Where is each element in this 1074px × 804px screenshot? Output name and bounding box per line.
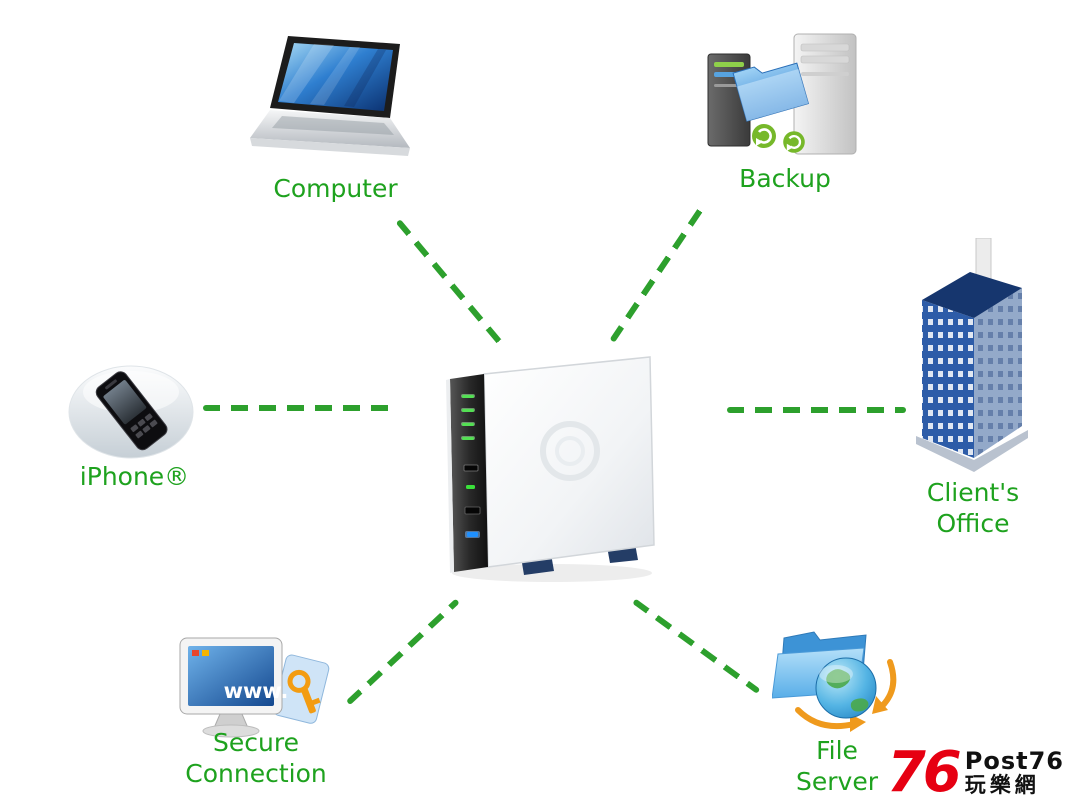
backup-server-icon [707,33,857,155]
connector-iphone [203,405,396,411]
label-iphone: iPhone® [79,462,190,491]
power-led [467,532,478,537]
label-backup: Backup [739,164,831,193]
watermark-number: 76 [886,739,962,804]
connector-office [727,407,906,413]
key-icon [287,669,311,693]
connector-backup [609,202,707,343]
node-secure-connection: www. Secure Connection [178,636,336,788]
label-file-server: File Server [796,736,878,796]
brand-logo [540,421,600,481]
iphone-icon [68,365,194,459]
label-secure-connection: Secure Connection [185,728,327,788]
usb-port [463,464,479,472]
label-computer: Computer [273,174,398,203]
nas-device-icon [446,356,655,582]
node-clients-office: Client's Office [916,237,1028,538]
secure-screen-text: www. [224,679,289,703]
file-server-globe-icon [771,631,897,732]
node-backup: Backup [698,28,873,193]
watermark-logo: 76 Post76 玩樂網 [886,739,1064,804]
laptop-icon [250,36,410,156]
label-clients-office: Client's Office [926,478,1020,538]
connector-computer [395,219,508,351]
watermark-brand: Post76 [964,747,1064,776]
connector-secure [345,598,460,706]
sync-arrow-icon [783,131,805,153]
monitor-key-icon: www. [179,637,330,738]
node-iphone: iPhone® [64,350,202,491]
node-file-server: File Server [771,618,902,796]
sync-arrow-icon [752,124,776,148]
connector-fileserver [632,598,761,694]
status-leds [461,394,475,440]
watermark-chinese: 玩樂網 [964,773,1040,798]
office-building-icon [916,237,1028,472]
node-computer: Computer [248,34,426,203]
